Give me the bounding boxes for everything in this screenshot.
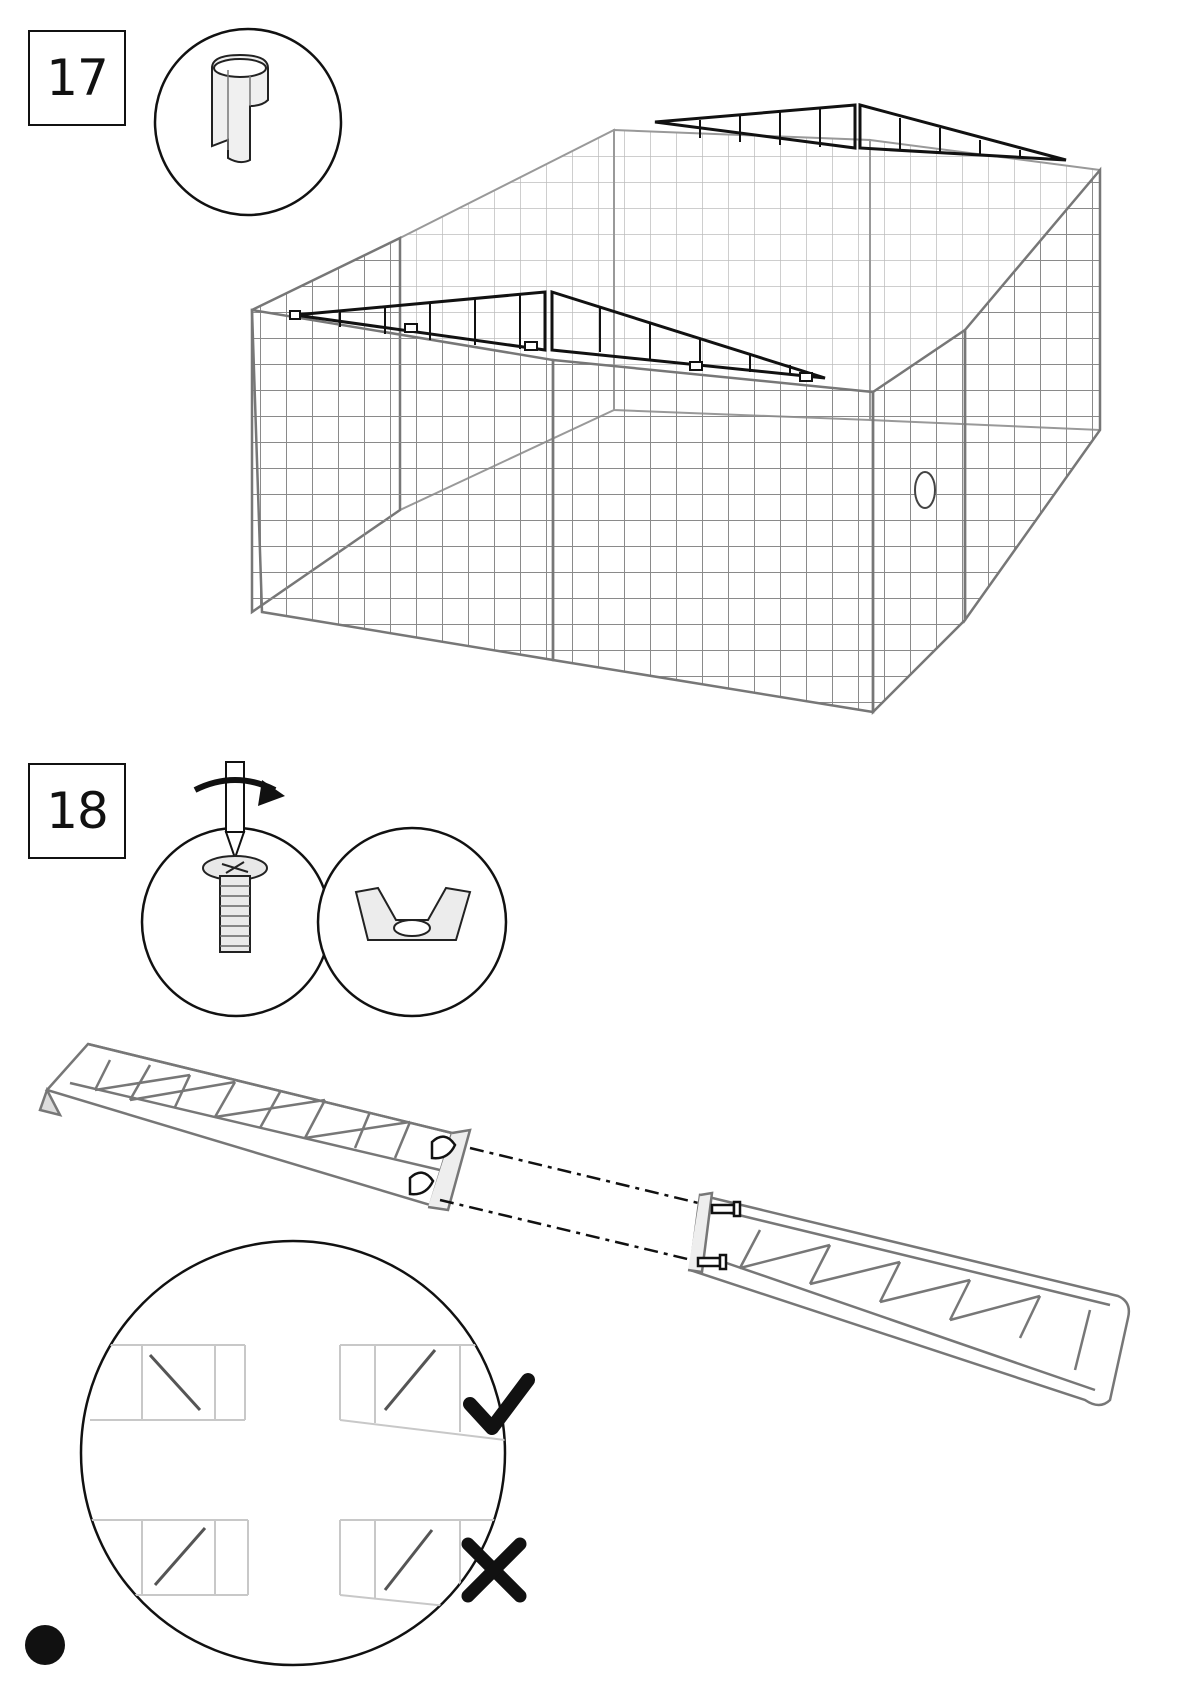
cross-icon (468, 1544, 520, 1596)
door-latch-icon (915, 472, 935, 508)
screw-marker-lower (698, 1255, 726, 1269)
detail-circle (81, 1241, 505, 1665)
screw-part-callout (142, 762, 330, 1016)
wing-nut-part-callout (318, 828, 506, 1016)
screw-marker-upper (712, 1202, 740, 1216)
guide-line-upper (470, 1148, 715, 1207)
guide-line-lower (440, 1200, 700, 1262)
front-panel-right (553, 360, 873, 712)
left-roof-brace (40, 1044, 470, 1210)
orientation-detail-callout (81, 1241, 528, 1665)
wire-enclosure-illustration (252, 105, 1100, 712)
front-panel-left (252, 310, 553, 660)
right-panel-front (873, 330, 965, 712)
clip-part-callout (155, 29, 341, 215)
right-roof-brace (688, 1193, 1129, 1405)
page-marker-dot (25, 1625, 65, 1665)
